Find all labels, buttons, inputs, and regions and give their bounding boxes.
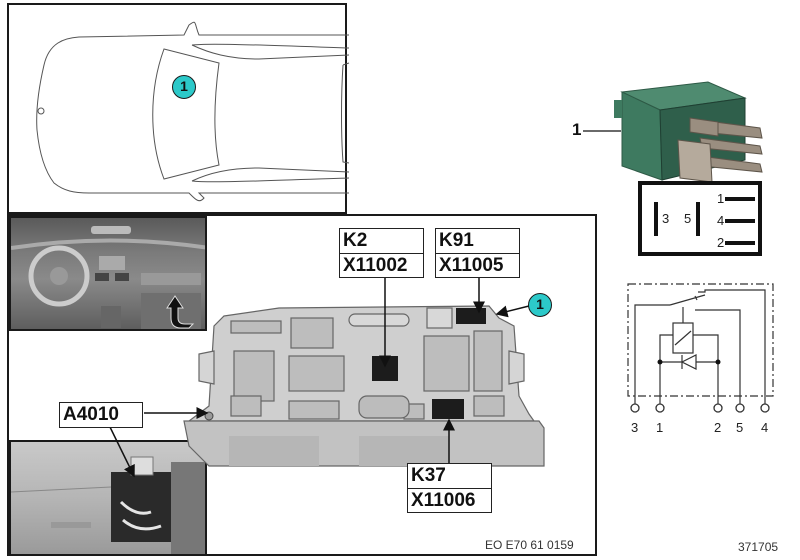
label-k2: K2 X11002 (339, 228, 424, 278)
dashboard-photo (9, 216, 207, 331)
vehicle-location-panel: 1 (7, 3, 350, 214)
location-callout: 1 (172, 75, 196, 99)
pin-2-label: 2 (717, 235, 725, 250)
relay-photo (614, 81, 763, 183)
terminal-5-label: 5 (736, 420, 744, 435)
label-a4010-module: A4010 (63, 404, 119, 425)
relay-leader-line (583, 130, 621, 132)
leader-lines (108, 277, 530, 478)
label-k91-relay: K91 (439, 230, 474, 251)
pinout-box: 3 5 1 4 2 (638, 181, 762, 256)
pin-2-bar (725, 241, 755, 245)
connector-photo (9, 440, 207, 556)
pin-5-label: 5 (684, 211, 692, 226)
label-k2-connector: X11002 (340, 253, 423, 277)
label-k37-connector: X11006 (408, 488, 491, 512)
relay-part-number: 1 (572, 120, 582, 139)
pin-5-bar (696, 202, 700, 236)
label-k91: K91 X11005 (435, 228, 520, 278)
terminal-2-label: 2 (714, 420, 722, 435)
pin-4-label: 4 (717, 213, 725, 228)
label-k37-relay: K37 (411, 465, 446, 486)
pin-1-label: 1 (717, 191, 725, 206)
fuse-box-illustration (183, 305, 545, 467)
fuse-box-panel: K2 X11002 K91 X11005 K37 X11006 A4010 1 … (7, 214, 597, 556)
terminal-3-label: 3 (631, 420, 639, 435)
terminal-1-label: 1 (656, 420, 664, 435)
diagram-number: 371705 (738, 540, 779, 554)
label-k91-connector: X11005 (436, 253, 519, 277)
label-k2-relay: K2 (343, 230, 368, 251)
dashboard-illustration (11, 226, 205, 329)
vehicle-outline-icon (36, 21, 350, 202)
relay-k37 (432, 399, 464, 419)
relay-location-callout: 1 (528, 293, 552, 317)
terminal-4-label: 4 (761, 420, 769, 435)
pin-4-bar (725, 219, 755, 223)
relay-schematic (627, 283, 774, 413)
label-k37: K37 X11006 (407, 463, 492, 513)
pin-1-bar (725, 197, 755, 201)
label-a4010: A4010 (59, 402, 143, 428)
access-arrow-icon (166, 295, 195, 329)
connector-illustration (11, 456, 205, 554)
pin-3-label: 3 (662, 211, 670, 226)
pin-3-bar (654, 202, 658, 236)
reference-code: EO E70 61 0159 (485, 538, 574, 552)
